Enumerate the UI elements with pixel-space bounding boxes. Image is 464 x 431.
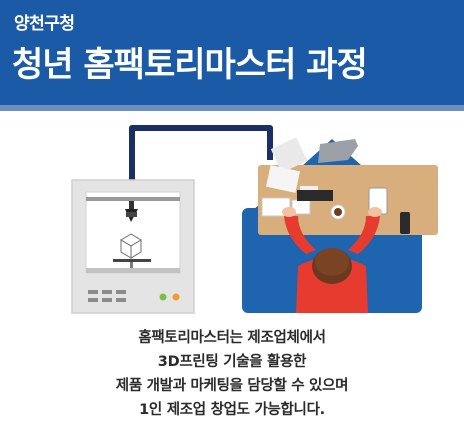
organization-name: 양천구청 [14, 14, 75, 34]
description-line: 1인 제조업 창업도 가능합니다. [139, 402, 325, 418]
description-line: 제품 개발과 마케팅을 담당할 수 있으며 [115, 378, 349, 394]
header-divider [0, 105, 464, 111]
person-working-icon [282, 207, 382, 313]
3d-printer-icon [71, 179, 195, 314]
header-banner: 양천구청 청년 홈팩토리마스터 과정 [0, 0, 464, 105]
page-title: 청년 홈팩토리마스터 과정 [12, 45, 368, 85]
description-line: 홈팩토리마스터는 제조업체에서 [138, 330, 326, 346]
description: 홈팩토리마스터는 제조업체에서 3D프린팅 기술을 활용한 제품 개발과 마케팅… [0, 326, 464, 422]
house-icon [242, 137, 438, 313]
illustration [71, 125, 438, 314]
description-line: 3D프린팅 기술을 활용한 [157, 354, 307, 370]
connection-cable-icon [129, 125, 273, 182]
